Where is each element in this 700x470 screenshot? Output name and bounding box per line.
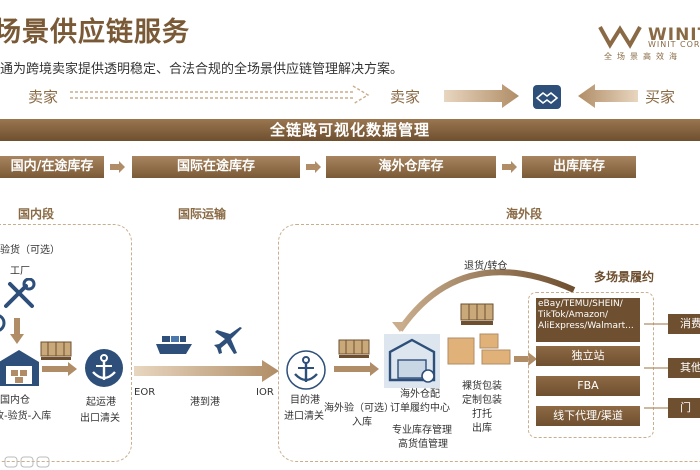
independent-site-tag: 独立站 (536, 346, 640, 366)
overseas-inspect-label: 海外验（可选） (324, 403, 394, 414)
chevron-right-icon (502, 161, 517, 173)
segment-international: 国际运输 (178, 207, 227, 221)
stage-outbound-inventory: 出库库存 (522, 156, 636, 178)
logo-corp: WINIT CORP (648, 40, 700, 49)
channel-line-2: TikTok/Amazon/ (538, 310, 609, 320)
winit-logo-icon (598, 25, 642, 49)
boxes-icon (447, 333, 511, 365)
origin-port-label: 起运港 (86, 397, 116, 408)
anchor-icon (286, 350, 326, 390)
inspection-label: 验货（可选） (0, 245, 60, 256)
stage-overseas-inventory: 海外仓库存 (326, 156, 496, 178)
anchor-icon (85, 349, 123, 387)
pack-line-4: 出库 (472, 423, 492, 434)
other-tag: 其他 (668, 358, 700, 378)
logo-text: WINIT万 (648, 25, 700, 45)
seller-right-label: 卖家 (390, 88, 421, 106)
eor-label: EOR (134, 387, 156, 398)
stage-intl-inventory: 国际在途库存 (132, 156, 300, 178)
factory-label: 工厂 (10, 266, 30, 277)
origin-port-sub: 出口清关 (80, 413, 120, 424)
banner-title: 全链路可视化数据管理 (269, 121, 430, 139)
overseas-inbound-label: 入库 (352, 417, 372, 428)
port-to-port-label: 港到港 (190, 397, 220, 408)
warehouse-icon (0, 350, 39, 386)
domestic-warehouse-sub: 收-验货-入库 (0, 411, 52, 422)
channel-line-1: eBay/TEMU/SHEIN/ (538, 299, 623, 309)
slide-controls-icon[interactable] (4, 456, 50, 468)
fba-tag: FBA (536, 376, 640, 396)
segment-overseas: 海外段 (506, 207, 543, 221)
consumer-tag: 消费 (668, 314, 700, 334)
page-title: 场景供应链服务 (0, 17, 190, 48)
dashed-arrow-icon (70, 85, 370, 105)
arrow-left-icon (578, 84, 638, 108)
stage-domestic-inventory: 国内/在途库存 (0, 156, 104, 178)
fulfillment-box (528, 292, 654, 438)
arrow-right-icon (444, 84, 519, 108)
arrow-right-icon (42, 362, 77, 376)
channel-line-3: AliExpress/Walmart... (538, 321, 634, 331)
logo-slogan: 全场景高效海 (604, 52, 682, 61)
intl-arrow-icon (134, 360, 279, 382)
domestic-warehouse-label: 国内仓 (0, 395, 30, 406)
return-arc-icon (392, 269, 576, 332)
marketplace-channels: eBay/TEMU/SHEIN/ TikTok/Amazon/ AliExpre… (536, 298, 640, 342)
overseas-wh-desc1: 专业库存管理 (392, 425, 452, 436)
ior-label: IOR (256, 387, 274, 398)
arrow-right-icon (514, 352, 537, 366)
ship-icon (156, 336, 192, 354)
goods-pallet-icon (40, 341, 72, 360)
handshake-icon (533, 85, 561, 109)
goods-pallet-icon (460, 303, 494, 325)
chevron-right-icon (110, 161, 125, 173)
arrow-down-icon (10, 318, 24, 344)
pack-line-3: 打托 (472, 409, 492, 420)
segment-domestic: 国内段 (18, 207, 55, 221)
seller-left-label: 卖家 (28, 88, 59, 106)
overseas-wh-sub: 订单履约中心 (390, 403, 450, 414)
return-label: 退货/转仓 (464, 261, 508, 272)
goods-pallet-icon (338, 339, 370, 358)
tools-icon (4, 278, 36, 308)
arrow-right-icon (334, 362, 379, 376)
airplane-icon (214, 327, 242, 354)
gear-icon (0, 314, 6, 332)
banner-bar (0, 119, 700, 141)
overseas-warehouse-icon (384, 334, 440, 388)
page-subtitle: 通为跨境卖家提供透明稳定、合法合规的全场景供应链管理解决方案。 (0, 62, 404, 77)
chevron-right-icon (306, 161, 321, 173)
offline-channel-tag: 线下代理/渠道 (536, 406, 640, 426)
fulfillment-title: 多场景履约 (594, 270, 655, 284)
overseas-wh-desc2: 高货值管理 (398, 439, 448, 450)
store-tag: 门 (668, 398, 700, 418)
connector-lines-icon (644, 323, 668, 409)
pack-line-2: 定制包装 (462, 395, 502, 406)
overseas-section-box (278, 224, 700, 462)
overseas-wh-label: 海外仓配 (400, 389, 440, 400)
domestic-section-box (0, 224, 132, 462)
pack-line-1: 裸货包装 (462, 381, 502, 392)
buyer-label: 买家 (645, 88, 676, 106)
dest-port-label: 目的港 (290, 395, 320, 406)
dest-port-sub: 进口清关 (284, 411, 324, 422)
